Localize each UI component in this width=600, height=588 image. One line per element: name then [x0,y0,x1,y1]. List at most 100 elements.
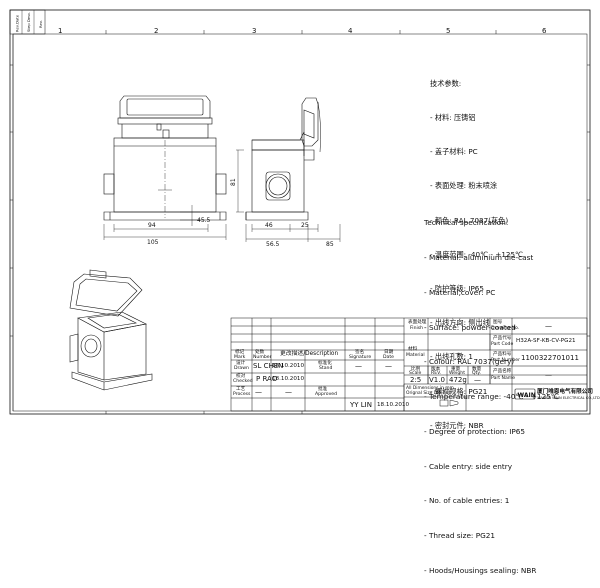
spec-cn-line: - 出线孔数: 1 [430,352,473,362]
part-number-value: 1100322701011 [521,354,579,362]
logo-text: WAIN [518,392,536,399]
approved-cn: 批准 [318,387,328,392]
drawn-cn: 设计 [236,361,246,366]
approved-en: Approved [315,392,338,397]
weight-cn: 重量 [451,367,461,372]
front-dimensions [103,205,227,240]
rev-en: REV. [431,370,442,376]
hdr-description: 更改描述/Description [280,351,339,357]
note-size: Orignal Size DIN A 4 [406,391,451,396]
checked-name: P RAO [256,375,278,383]
dim-85: 85 [326,241,334,248]
spec-cn-line: - 表面处理: 粉末喷涂 [430,181,498,191]
company-name-en: XIAMEN WAIN ELECTRICAL CO.,LTD [537,396,600,400]
hdr-signature-cn: 签名 [355,350,365,355]
strip-label-2: Step Desc. [26,12,31,32]
col-label-3: 3 [252,27,256,35]
drawing-sheet: Rev.Date Step Desc. Rev. 1 2 3 4 5 6 [9,9,591,415]
hdr-date-en: Date [383,355,394,360]
scale-en: Scale [409,370,422,376]
hdr-qty-en: Number [253,355,272,360]
front-view [103,95,227,221]
spec-cn-title: 技术参数: [430,78,462,88]
spec-en-line: - Temperature range: -40℃ - +125℃ [424,392,560,402]
std-en: Stand [319,366,333,371]
spec-en-line: - Thread size: PG21 [424,531,496,541]
zone-markers-bottom [105,411,303,414]
std-value: — [355,362,362,370]
part-name-en: Part Name [491,376,516,381]
spec-en-title: Technical specification: [424,218,509,228]
part-code-value: H32A-SF-KB-CV-PG21 [516,338,576,344]
std-cn: 标准化 [318,361,332,366]
spec-en-line: - Surface: powder-coated [424,322,516,332]
hdr-date-cn: 日期 [384,350,394,355]
col-label-6: 6 [542,27,547,35]
spec-cn-line: - 温度范围: -40℃ - +125℃ [430,249,524,259]
dim-81: 81 [230,178,237,186]
process-en: Process [233,392,251,397]
spec-en-line: - Material: aluminium die-cast [424,252,534,262]
weight-en: Weight [449,370,466,376]
isometric-view [69,269,153,391]
dim-46: 46 [265,222,273,229]
material-cn: 材料 [408,347,418,352]
rev-value: V1.0 [429,376,445,384]
rev-cn: 版本 [431,367,441,372]
approved-name: YY LIN [350,401,372,409]
dim-105: 105 [147,239,159,246]
col-label-5: 5 [446,27,450,35]
spec-en-line: - Material,cover: PC [424,287,496,297]
drawing-no-value: — [545,322,552,330]
part-number-cn: 产品料号 [493,352,512,357]
hdr-qty-cn: 处数 [255,350,265,355]
title-block-grid [230,317,588,412]
weight-value: 472g [449,376,467,384]
col-label-1: 1 [58,27,62,35]
finish-label-cn: 表面处理 [408,320,427,325]
hdr-mark-en: Mark [234,355,246,360]
strip-label-1: Rev.Date [15,14,20,32]
finish-label-en: Finish [410,326,424,331]
part-name-cn: 产品名称 [493,369,512,374]
spec-cn-line: - 材料: 压铸铝 [430,113,476,123]
drawing-no-en: Drawing No. [491,326,520,331]
checked-cn: 校对 [236,374,246,379]
scale-value: 2:5 [410,376,422,384]
spec-cn-line: - 防护等级: IP65 [430,284,484,294]
strip-label-3: Rev. [38,20,43,28]
process-date: — [285,388,292,396]
outer-frame [9,9,591,415]
zone-markers-top: 1 2 3 4 5 6 [58,27,547,35]
spec-cn-line: - 螺纹规格: PG21 [430,386,488,396]
spec-en-line: - Cable entry: side entry [424,461,513,471]
std-date: — [385,362,392,370]
projection-symbol-icon [439,399,459,407]
process-name: — [255,388,262,396]
dim-56-5: 56.5 [266,241,280,248]
spec-cn-line: - 盖子材料: PC [430,147,478,157]
part-name-value: — [545,371,552,379]
qty-cn: 数量 [472,367,482,372]
zone-markers-side [10,64,590,337]
qty-en: Qty. [472,370,481,376]
hdr-signature-en: Signature [349,355,372,360]
spec-en-line: - Colour: RAL 7037(gery) [424,357,515,367]
company-name-cn: 厦门唯恩电气有限公司 [537,389,593,395]
hdr-mark-cn: 标记 [235,350,245,355]
col-label-4: 4 [348,27,353,35]
spec-en-line: - No. of cable entries: 1 [424,496,510,506]
company-logo: WAIN [514,388,536,400]
note-dimensions: All Dimensions in mm [406,386,454,391]
part-code-cn: 产品代号 [493,336,512,341]
checked-date: 18.10.2010 [272,376,305,382]
spec-cn-line: - 颜色: RAL 7037(灰色) [430,215,509,225]
drawn-en: Drawn [234,366,249,371]
qty-value: — [474,376,481,384]
dim-94: 94 [148,222,156,229]
left-strip: Rev.Date Step Desc. Rev. [9,9,46,35]
drawn-name: SL CHEN [253,362,284,370]
part-code-en: Part Code [491,342,514,347]
side-dimensions [236,149,341,242]
col-label-2: 2 [154,27,158,35]
